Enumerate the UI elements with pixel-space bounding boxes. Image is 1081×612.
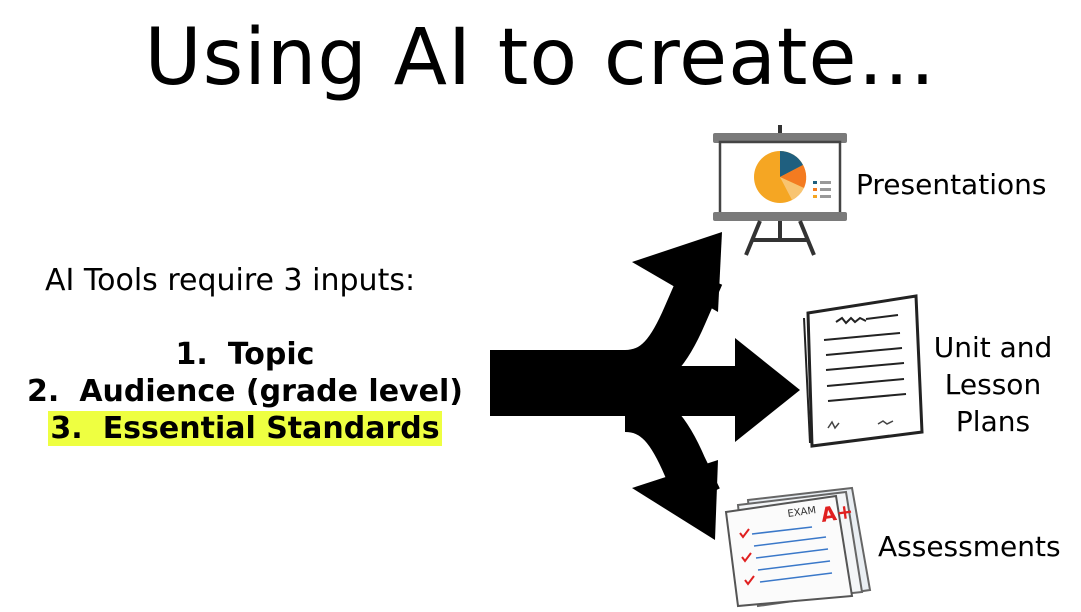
three-way-arrow-icon: [490, 232, 800, 540]
input-item-topic: 1.Topic: [175, 337, 315, 372]
graded-exam-icon: EXAM A+: [724, 486, 872, 608]
input-item-standards: 3.Essential Standards: [48, 411, 442, 446]
presentation-easel-icon: [713, 125, 847, 256]
lesson-plan-document-icon: [803, 294, 924, 448]
output-label-assessments: Assessments: [878, 530, 1061, 563]
slide-title: Using AI to create…: [144, 13, 937, 103]
output-label-lesson-plans: Unit and Lesson Plans: [933, 331, 1053, 438]
input-item-audience: 2.Audience (grade level): [27, 374, 463, 409]
output-label-presentations: Presentations: [856, 168, 1047, 201]
intro-text: AI Tools require 3 inputs:: [45, 263, 416, 298]
inputs-list: 1.Topic 2.Audience (grade level) 3.Essen…: [0, 336, 490, 447]
exam-header-text: EXAM: [787, 505, 817, 520]
exam-grade-text: A+: [819, 499, 854, 527]
